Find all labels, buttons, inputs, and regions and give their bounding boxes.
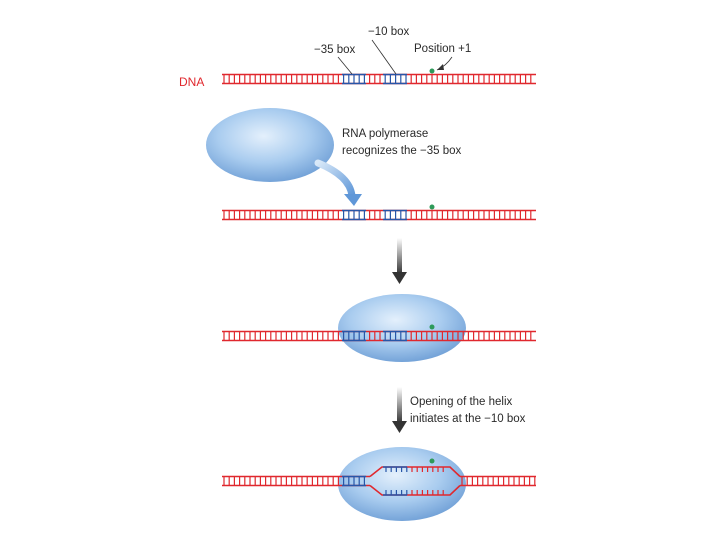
- bubble-bottom-strand: [369, 484, 461, 496]
- rna-polymerase-bound: [338, 294, 466, 362]
- minus10-box-label: −10 box: [368, 26, 409, 38]
- dna-row-open-complex: [222, 466, 536, 496]
- dna-row-initial: [222, 73, 536, 85]
- step-arrow-1-shaft: [397, 238, 402, 274]
- start-site-dot-row2: [429, 204, 435, 210]
- dna-row-recognition: [222, 209, 536, 221]
- step-arrow-2-head: [392, 421, 407, 433]
- rna-polymerase-open-complex: [338, 447, 466, 521]
- step-arrow-1-head: [392, 272, 407, 284]
- start-site-dot-row3: [429, 324, 435, 330]
- step-arrow-2-shaft: [397, 387, 402, 423]
- binding-arrowhead: [344, 194, 362, 206]
- minus35-box-label: −35 box: [314, 44, 355, 56]
- minus35-leader-line: [337, 56, 353, 75]
- start-site-dot-row4: [429, 458, 435, 464]
- start-site-dot-row1: [429, 68, 435, 74]
- minus10-leader-line: [371, 39, 397, 75]
- caption-polymerase-line1: RNA polymerase: [342, 128, 428, 140]
- caption-opening-line2: initiates at the −10 box: [410, 413, 526, 425]
- caption-opening-line1: Opening of the helix: [410, 396, 513, 408]
- binding-arrow: [314, 159, 356, 200]
- rna-polymerase-free: [206, 108, 334, 182]
- position-plus1-label: Position +1: [414, 43, 471, 55]
- bubble-top-strand: [369, 466, 461, 478]
- dna-label: DNA: [179, 75, 204, 89]
- position-plus1-arrowhead: [437, 64, 444, 70]
- caption-polymerase-line2: recognizes the −35 box: [342, 145, 461, 157]
- dna-row-closed-complex: [222, 330, 536, 342]
